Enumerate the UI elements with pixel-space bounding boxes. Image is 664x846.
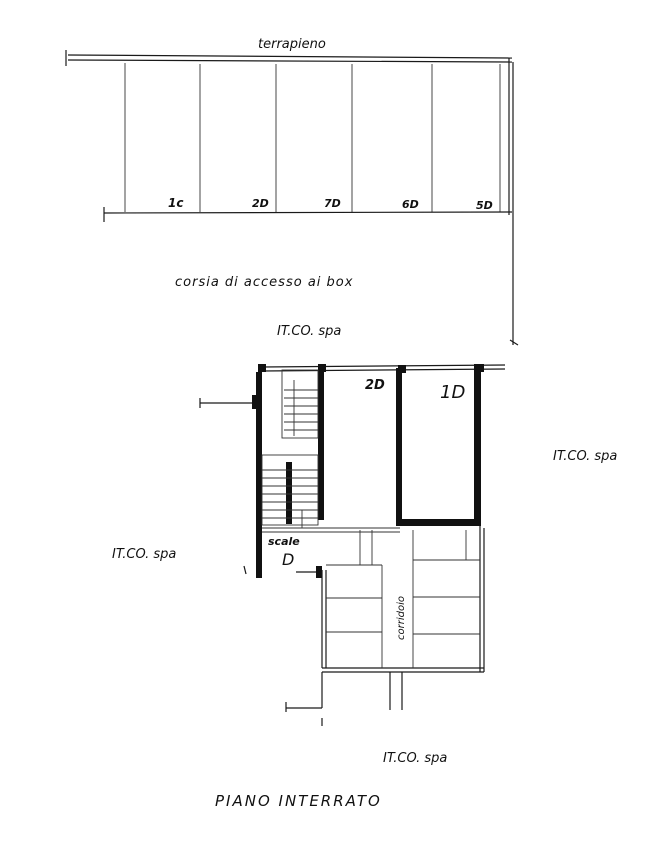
box-label-5d: 5D <box>476 199 493 212</box>
left-tick-mark <box>243 565 247 575</box>
stairs-label: scale <box>268 535 300 548</box>
door-jamb <box>316 566 322 578</box>
corridor-label: corridoio <box>396 596 407 640</box>
box-label-2d: 2D <box>252 197 269 210</box>
stair-core <box>199 369 400 578</box>
itco-label-top: IT.CO. spa <box>277 324 341 339</box>
box-label-7d: 7D <box>324 197 341 210</box>
foundation-lines <box>285 672 403 726</box>
itco-label-right: IT.CO. spa <box>553 449 617 464</box>
corridor-block <box>321 530 480 668</box>
box-dividers <box>124 63 501 212</box>
terrapieno-label: terrapieno <box>258 37 326 52</box>
cellar-label-1d: 1D <box>440 382 465 403</box>
drawing-title: PIANO INTERRATO <box>215 792 382 810</box>
door-d-label: D <box>282 550 294 569</box>
right-boundary <box>508 58 519 346</box>
access-lane-label: corsia di accesso ai box <box>175 275 353 290</box>
cellar-label-2d: 2D <box>365 378 385 393</box>
itco-label-bottom: IT.CO. spa <box>383 751 447 766</box>
cellar-walls <box>318 368 481 526</box>
box-front-line <box>103 207 513 222</box>
box-label-1c: 1c <box>168 196 183 210</box>
box-label-6d: 6D <box>402 198 419 211</box>
itco-label-left: IT.CO. spa <box>112 547 176 562</box>
terrapieno-wall <box>65 50 513 66</box>
